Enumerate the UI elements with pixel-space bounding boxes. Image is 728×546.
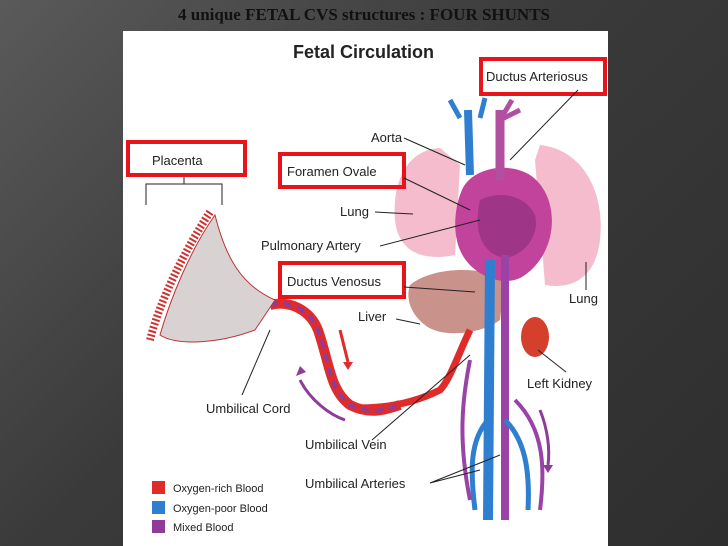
legend-label-oxygen-rich: Oxygen-rich Blood xyxy=(173,483,264,495)
legend-swatch-oxygen-poor xyxy=(152,501,165,514)
liver-shape xyxy=(408,269,505,334)
label-lung-right: Lung xyxy=(569,291,598,306)
highlight-foramen-ovale xyxy=(278,152,406,189)
placenta-shape xyxy=(159,213,276,343)
right-lung xyxy=(535,145,601,286)
label-left-kidney: Left Kidney xyxy=(527,376,593,391)
label-pulmonary-artery: Pulmonary Artery xyxy=(261,238,361,253)
legend-label-mixed: Mixed Blood xyxy=(173,522,234,534)
label-ductus-arteriosus: Ductus Arteriosus xyxy=(486,69,588,84)
highlight-ductus-arteriosus xyxy=(479,57,607,96)
label-liver: Liver xyxy=(358,309,387,324)
legend: Oxygen-rich Blood Oxygen-poor Blood Mixe… xyxy=(152,481,268,534)
legend-label-oxygen-poor: Oxygen-poor Blood xyxy=(173,503,268,515)
label-umbilical-cord: Umbilical Cord xyxy=(206,401,291,416)
label-umbilical-vein: Umbilical Vein xyxy=(305,437,387,452)
label-foramen-ovale: Foramen Ovale xyxy=(287,164,377,179)
label-placenta: Placenta xyxy=(152,153,203,168)
legend-swatch-mixed xyxy=(152,520,165,533)
label-aorta: Aorta xyxy=(371,130,403,145)
legend-swatch-oxygen-rich xyxy=(152,481,165,494)
label-ductus-venosus: Ductus Venosus xyxy=(287,274,381,289)
slide-title: 4 unique FETAL CVS structures : FOUR SHU… xyxy=(177,5,550,24)
label-umbilical-arteries: Umbilical Arteries xyxy=(305,476,406,491)
label-lung-left: Lung xyxy=(340,204,369,219)
kidney-shape xyxy=(521,317,549,357)
highlight-placenta xyxy=(126,140,247,177)
highlight-ductus-venosus xyxy=(278,261,406,299)
diagram-title: Fetal Circulation xyxy=(293,42,434,62)
